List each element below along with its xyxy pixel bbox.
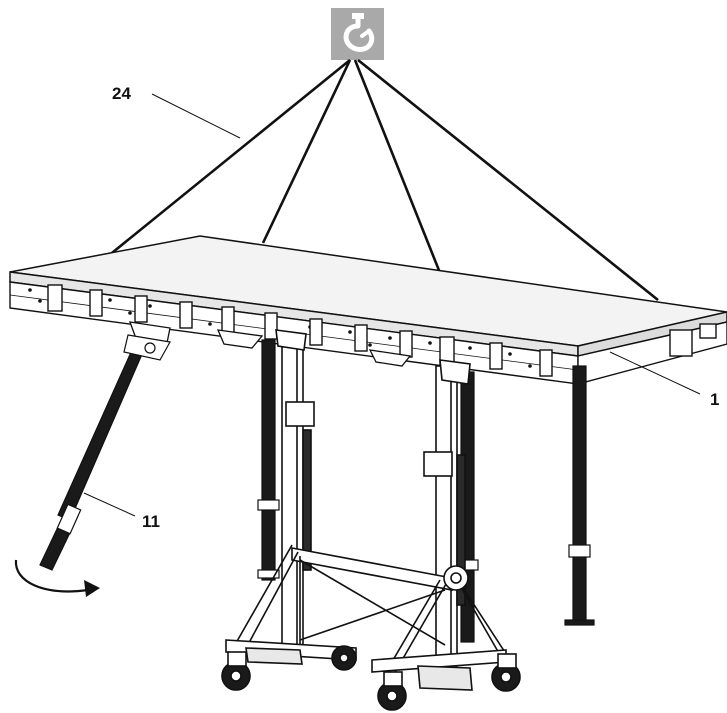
- rotation-arrow-icon: [14, 559, 100, 597]
- castor-wheels: [221, 645, 521, 711]
- table-props: [257, 339, 595, 643]
- callout-24: 24: [112, 84, 131, 103]
- side-beam: [577, 321, 727, 385]
- lifting-trolley: [225, 329, 511, 691]
- callout-1: 1: [710, 390, 719, 409]
- callout-11: 11: [142, 512, 160, 531]
- crane-hook-icon: [331, 8, 384, 60]
- callout-leaders: [83, 93, 701, 517]
- push-pull-prop: [39, 334, 171, 571]
